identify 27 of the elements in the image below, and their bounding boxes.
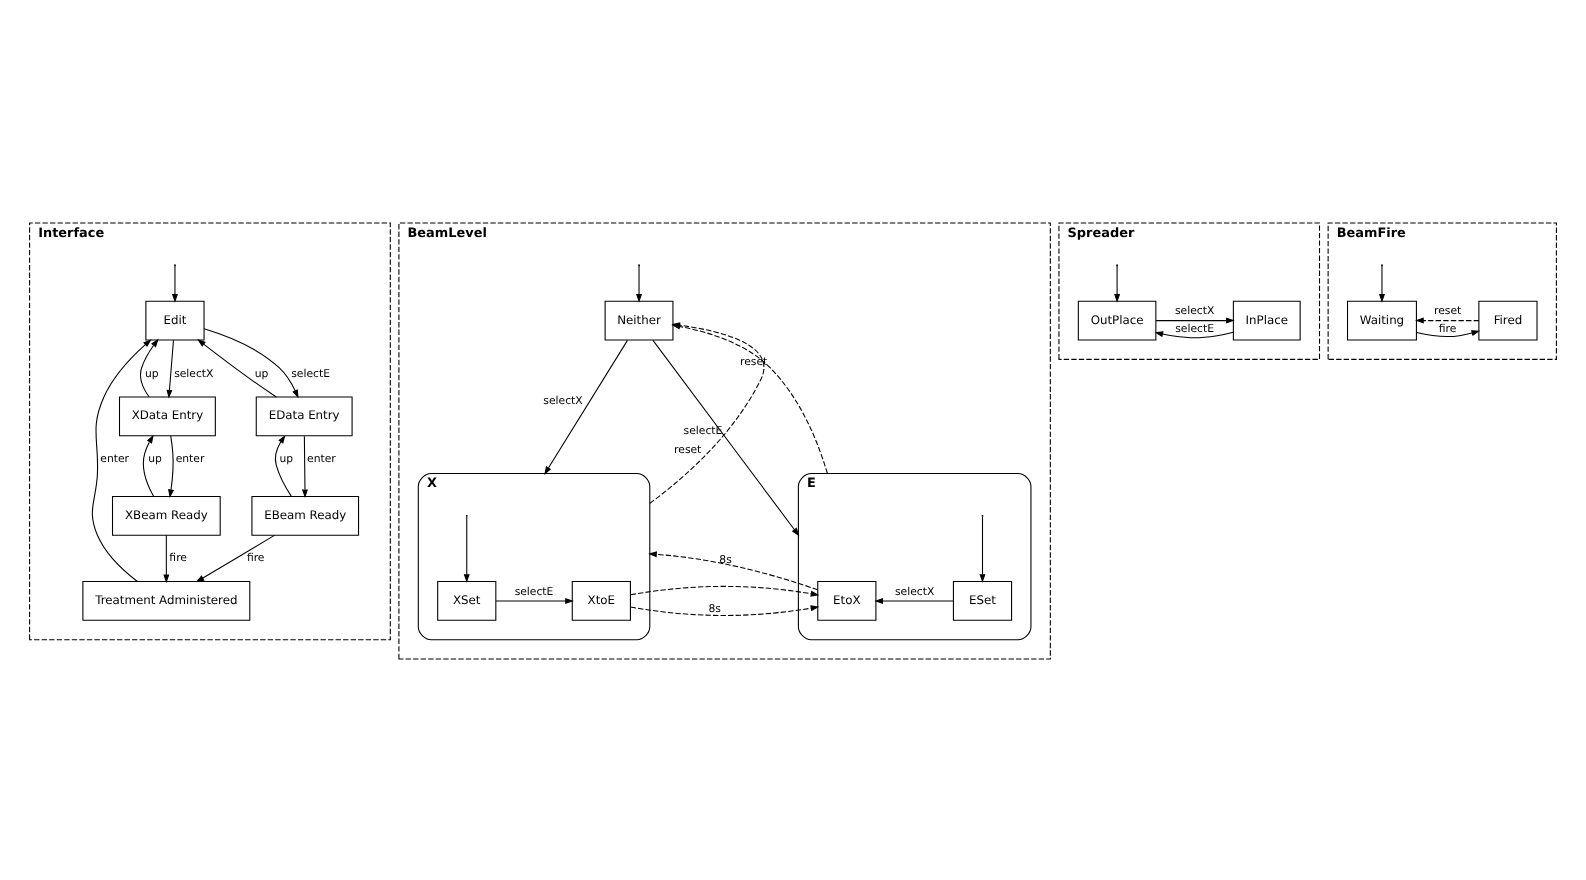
arrow	[203, 327, 299, 398]
arrow	[171, 264, 178, 302]
arrow	[652, 338, 800, 536]
arrow	[163, 533, 170, 583]
arrow	[874, 596, 954, 603]
arrow	[636, 264, 643, 302]
arrow	[1114, 264, 1121, 302]
arrow	[979, 515, 986, 582]
arrow	[195, 533, 275, 582]
arrow	[301, 434, 308, 498]
arrow	[1378, 264, 1385, 302]
arrow	[197, 338, 277, 397]
arrow	[648, 550, 819, 590]
arrow	[630, 584, 820, 615]
arrow	[140, 337, 159, 397]
arrow	[166, 338, 174, 398]
arrow	[1416, 329, 1481, 337]
arrow	[495, 596, 574, 603]
arrow	[142, 433, 155, 496]
arrow	[168, 434, 175, 498]
arrow	[91, 338, 152, 581]
arrow	[1415, 316, 1480, 323]
arrow	[463, 515, 470, 582]
arrow	[1155, 316, 1235, 323]
arrow	[1154, 330, 1234, 338]
arrow	[544, 338, 628, 474]
arrow	[274, 433, 292, 496]
